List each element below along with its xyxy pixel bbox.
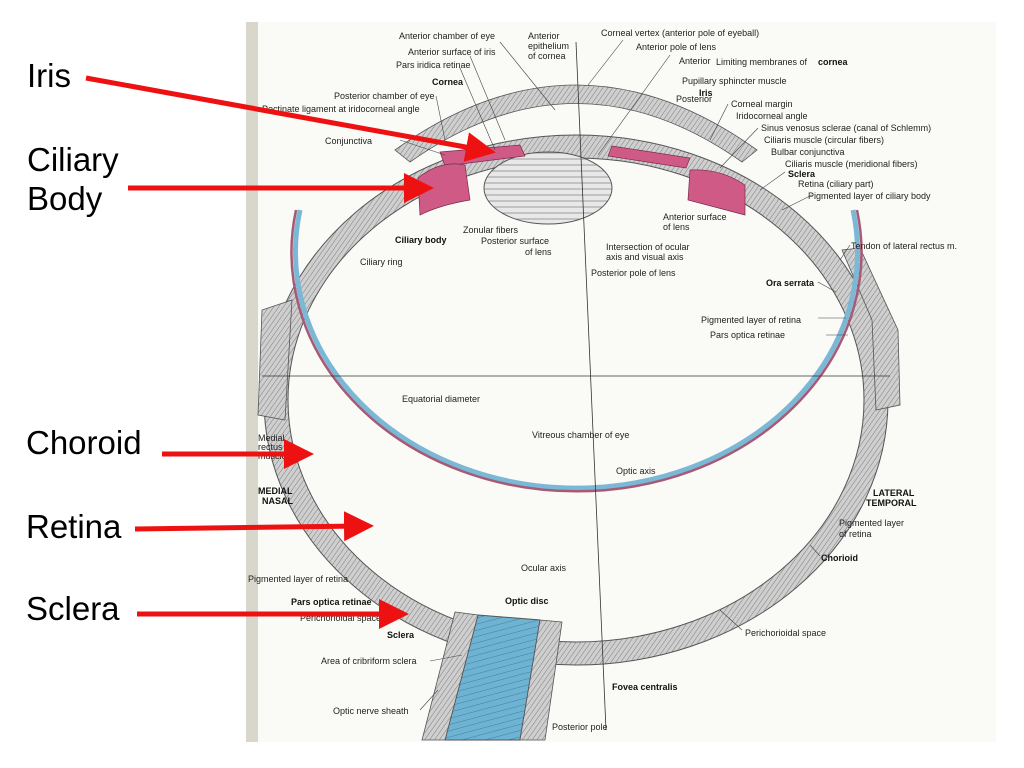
label-medial-rectus-1: Medial	[258, 433, 285, 443]
label-posterior-pole: Posterior pole	[552, 722, 608, 732]
label-iridocorneal-angle: Iridocorneal angle	[736, 111, 808, 121]
label-cribriform: Area of cribriform sclera	[321, 656, 417, 666]
label-optic-axis: Optic axis	[616, 466, 656, 476]
retina-layer	[293, 209, 860, 491]
slide-labels: Iris Ciliary Body Choroid Retina Sclera	[26, 57, 142, 627]
label-pars-optica: Pars optica retinae	[710, 330, 785, 340]
label-iris-small: Iris	[699, 88, 713, 98]
label-ora-serrata: Ora serrata	[766, 278, 815, 288]
label-medial-rectus-2: rectus	[258, 442, 283, 452]
page-gutter	[246, 22, 258, 742]
choroid-layer	[290, 209, 863, 493]
label-pars-iridica: Pars iridica retinae	[396, 60, 471, 70]
optic-axis-line	[575, 41, 607, 731]
label-pectinate: Pectinate ligament at iridocorneal angle	[262, 104, 420, 114]
anatomy-labels: Anterior chamber of eye Anterior epithel…	[248, 28, 957, 732]
label-posterior: Posterior	[676, 94, 712, 104]
label-anterior-epithelium-3: of cornea	[528, 51, 566, 61]
label-ciliary-body: Ciliary body	[395, 235, 447, 245]
label-ciliary-ring: Ciliary ring	[360, 257, 403, 267]
label-lateral-temporal-1: LATERAL	[873, 488, 915, 498]
label-limiting-membranes: Limiting membranes of	[716, 57, 808, 67]
label-optic-disc: Optic disc	[505, 596, 549, 606]
label-retina-ciliary: Retina (ciliary part)	[798, 179, 874, 189]
label-medial-nasal-2: NASAL	[262, 496, 294, 506]
slide-label-sclera: Sclera	[26, 590, 120, 627]
label-anterior-surface-lens-1: Anterior surface	[663, 212, 727, 222]
optic-nerve-sheath	[421, 611, 479, 741]
slide-arrows	[85, 75, 496, 629]
label-anterior: Anterior	[679, 56, 711, 66]
label-optic-nerve-sheath: Optic nerve sheath	[333, 706, 409, 716]
label-chorioid: Chorioid	[821, 553, 858, 563]
label-zonular: Zonular fibers	[463, 225, 519, 235]
label-anterior-chamber: Anterior chamber of eye	[399, 31, 495, 41]
arrow-iris	[85, 75, 496, 162]
label-ocular-axis: Ocular axis	[521, 563, 567, 573]
label-posterior-pole-lens: Posterior pole of lens	[591, 268, 676, 278]
label-corneal-vertex: Corneal vertex (anterior pole of eyeball…	[601, 28, 759, 38]
lens	[483, 151, 613, 225]
label-conjunctiva: Conjunctiva	[325, 136, 372, 146]
label-pigmented-retina-2: Pigmented layer of retina	[248, 574, 348, 584]
label-tendon: Tendon of lateral rectus m.	[851, 241, 957, 251]
label-pigmented-layer-2: of retina	[839, 529, 872, 539]
slide-label-ciliary: Ciliary	[27, 141, 119, 178]
label-posterior-surface-lens-2: of lens	[525, 247, 552, 257]
optic-nerve-sheath-right	[519, 619, 563, 741]
slide-label-iris: Iris	[27, 57, 71, 94]
label-perichorioidal-left: Perichorioidal space	[300, 613, 381, 623]
slide-label-retina: Retina	[26, 508, 122, 545]
label-anterior-surface-iris: Anterior surface of iris	[408, 47, 496, 57]
label-pars-optica-bold: Pars optica retinae	[291, 597, 372, 607]
label-anterior-epithelium-1: Anterior	[528, 31, 560, 41]
label-anterior-epithelium-2: epithelium	[528, 41, 569, 51]
label-lateral-temporal-2: TEMPORAL	[866, 498, 917, 508]
label-sclera-bottom: Sclera	[387, 630, 415, 640]
label-anterior-surface-lens-2: of lens	[663, 222, 690, 232]
label-equatorial: Equatorial diameter	[402, 394, 480, 404]
label-intersection-1: Intersection of ocular	[606, 242, 690, 252]
label-sinus-venosus: Sinus venosus sclerae (canal of Schlemm)	[761, 123, 931, 133]
label-bulbar-conjunctiva: Bulbar conjunctiva	[771, 147, 845, 157]
label-anterior-pole-lens: Anterior pole of lens	[636, 42, 717, 52]
label-ciliaris-circular: Ciliaris muscle (circular fibers)	[764, 135, 884, 145]
label-medial-nasal-1: MEDIAL	[258, 486, 293, 496]
label-cornea: Cornea	[432, 77, 464, 87]
label-pigmented-retina: Pigmented layer of retina	[701, 315, 801, 325]
slide-label-choroid: Choroid	[26, 424, 142, 461]
ciliary-body-right	[687, 169, 746, 216]
label-cornea-bold: cornea	[818, 57, 849, 67]
label-pigmented-layer-1: Pigmented layer	[839, 518, 904, 528]
label-posterior-surface-lens-1: Posterior surface	[481, 236, 549, 246]
cornea	[394, 84, 758, 163]
label-pigmented-ciliary: Pigmented layer of ciliary body	[808, 191, 931, 201]
label-sclera-small: Sclera	[788, 169, 816, 179]
medial-rectus-muscle	[257, 299, 293, 421]
leader-lines	[399, 39, 851, 711]
label-intersection-2: axis and visual axis	[606, 252, 684, 262]
iris-right	[607, 145, 691, 169]
label-posterior-chamber: Posterior chamber of eye	[334, 91, 435, 101]
arrow-retina	[134, 511, 374, 542]
label-corneal-margin: Corneal margin	[731, 99, 793, 109]
label-pupillary-sphincter: Pupillary sphincter muscle	[682, 76, 787, 86]
label-vitreous: Vitreous chamber of eye	[532, 430, 629, 440]
label-ciliaris-meridional: Ciliaris muscle (meridional fibers)	[785, 159, 918, 169]
label-perichorioidal-right: Perichorioidal space	[745, 628, 826, 638]
slide-label-body: Body	[27, 180, 103, 217]
label-fovea: Fovea centralis	[612, 682, 678, 692]
